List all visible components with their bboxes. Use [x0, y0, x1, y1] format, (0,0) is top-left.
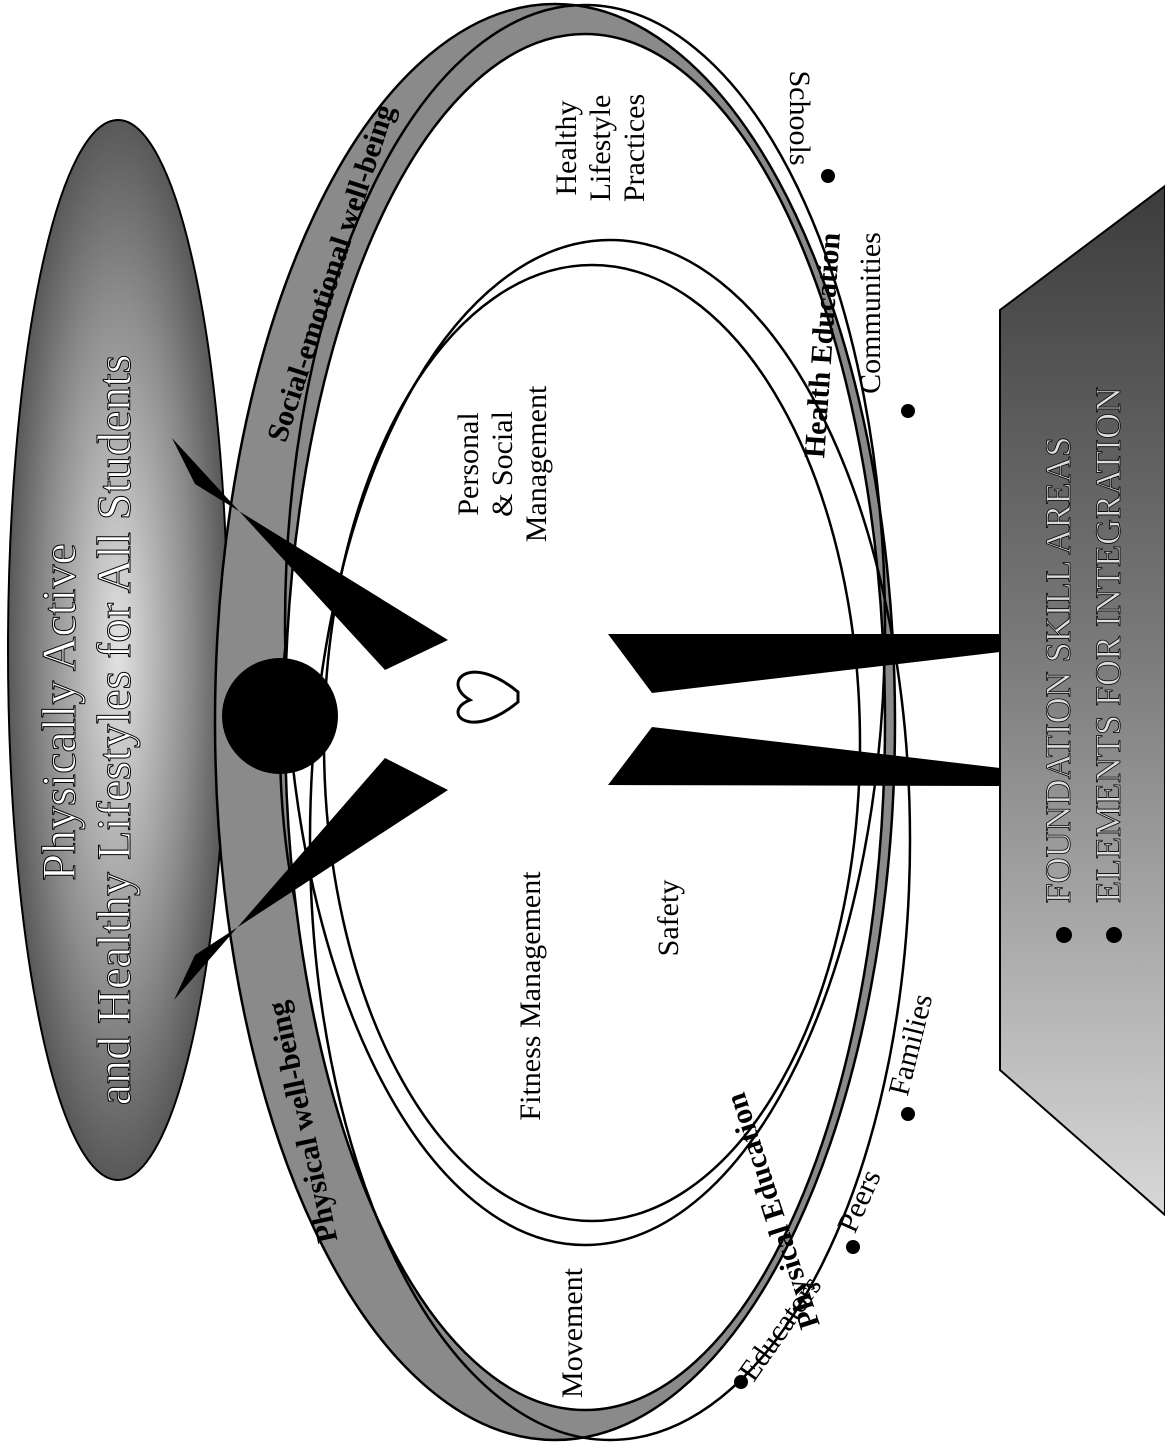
goal-line-1: Physically Active — [33, 543, 86, 880]
foundation-base — [1000, 186, 1165, 1215]
label-peers: Peers — [831, 1165, 888, 1238]
label-movement: Movement — [556, 1267, 589, 1398]
label-communities: Communities — [854, 232, 887, 394]
figure-head — [222, 658, 338, 774]
bullet-peers — [846, 1240, 860, 1254]
label-healthy-lifestyle-1: Healthy — [550, 101, 583, 196]
label-personal-social-2: & Social — [486, 411, 519, 517]
label-schools: Schools — [783, 70, 816, 165]
bullet-foundation — [1056, 927, 1072, 943]
bullet-families — [901, 1107, 915, 1121]
foundation-line-1: FOUNDATION SKILL AREAS — [1038, 437, 1078, 904]
bullet-communities — [901, 404, 915, 418]
goal-line-2: and Healthy Lifestyles for All Students — [88, 355, 141, 1106]
label-fitness-management: Fitness Management — [514, 871, 547, 1121]
label-safety: Safety — [652, 880, 685, 957]
bullet-elements — [1106, 927, 1122, 943]
foundation-line-2: ELEMENTS FOR INTEGRATION — [1088, 387, 1128, 903]
label-personal-social-1: Personal — [452, 412, 485, 515]
label-personal-social-3: Management — [520, 385, 553, 542]
label-healthy-lifestyle-3: Practices — [618, 94, 651, 202]
bullet-schools — [821, 169, 835, 183]
label-healthy-lifestyle-2: Lifestyle — [584, 95, 617, 202]
